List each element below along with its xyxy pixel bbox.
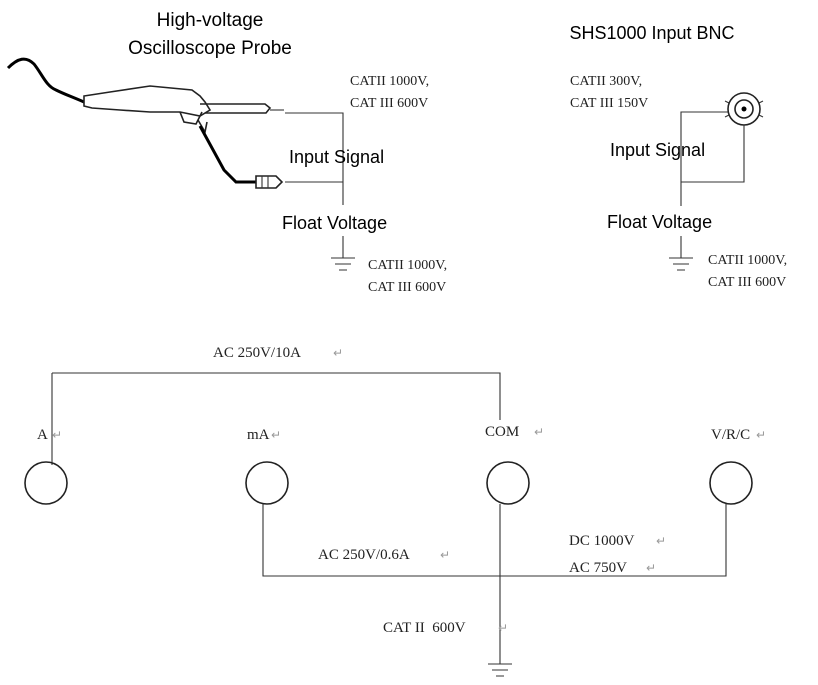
probe-input-wire bbox=[285, 112, 344, 205]
ma-com-wire bbox=[262, 504, 727, 577]
probe-rating-bottom-line1: CATII 1000V, bbox=[368, 258, 447, 273]
terminal-com-jack bbox=[486, 461, 530, 505]
v-wire-label-line1: DC 1000V bbox=[569, 533, 635, 549]
bnc-section: SHS1000 Input BNC CATII 300V, CAT III 15… bbox=[569, 23, 787, 290]
bnc-rating-bottom-line2: CAT III 600V bbox=[708, 275, 786, 290]
terminal-ma-label: mA bbox=[247, 427, 270, 443]
bnc-input-wire bbox=[680, 111, 728, 206]
a-com-wire bbox=[52, 372, 501, 420]
bnc-float-voltage-label: Float Voltage bbox=[607, 212, 712, 232]
probe-rating-bottom-line2: CAT III 600V bbox=[368, 280, 446, 295]
bnc-connector-icon bbox=[724, 92, 764, 126]
bnc-rating-bottom-line1: CATII 1000V, bbox=[708, 253, 787, 268]
terminal-vrc-jack bbox=[709, 461, 753, 505]
probe-ground-icon bbox=[331, 257, 355, 271]
terminal-ma-jack bbox=[245, 461, 289, 505]
bnc-rating-top-line2: CAT III 150V bbox=[570, 96, 648, 111]
bnc-rating-top-line1: CATII 300V, bbox=[570, 74, 642, 89]
bnc-float-wire bbox=[681, 125, 745, 183]
ma-wire-label: AC 250V/0.6A bbox=[318, 547, 410, 563]
probe-section: High-voltage Oscilloscope Probe CATII 10… bbox=[6, 10, 447, 295]
probe-rating-top-line2: CAT III 600V bbox=[350, 96, 428, 111]
terminal-a-jack bbox=[24, 461, 68, 505]
bnc-ground-icon bbox=[669, 257, 693, 271]
meter-ground-icon bbox=[488, 663, 512, 677]
return-mark: ↵ bbox=[333, 346, 343, 360]
bnc-input-signal-label: Input Signal bbox=[610, 140, 705, 160]
v-wire-label-line2: AC 750V bbox=[569, 560, 627, 576]
return-mark: ↵ bbox=[646, 561, 656, 575]
return-mark: ↵ bbox=[52, 428, 62, 442]
top-wire-label: AC 250V/10A bbox=[213, 345, 301, 361]
return-mark: ↵ bbox=[656, 534, 666, 548]
return-mark: ↵ bbox=[498, 621, 508, 635]
oscilloscope-probe-icon bbox=[6, 57, 284, 189]
probe-rating-top-line1: CATII 1000V, bbox=[350, 74, 429, 89]
meter-section: AC 250V/10A ↵ A ↵ mA ↵ COM ↵ V/R/C ↵ AC … bbox=[24, 345, 766, 677]
return-mark: ↵ bbox=[271, 428, 281, 442]
probe-title-line2: Oscilloscope Probe bbox=[128, 38, 292, 59]
return-mark: ↵ bbox=[534, 425, 544, 439]
probe-input-signal-label: Input Signal bbox=[289, 147, 384, 167]
bnc-title: SHS1000 Input BNC bbox=[569, 23, 734, 43]
terminal-a-label: A bbox=[37, 427, 48, 443]
ground-label: CAT II 600V bbox=[383, 620, 466, 636]
terminal-com-label: COM bbox=[485, 424, 519, 440]
return-mark: ↵ bbox=[756, 428, 766, 442]
return-mark: ↵ bbox=[440, 548, 450, 562]
probe-title-line1: High-voltage bbox=[157, 10, 264, 31]
terminal-vrc-label: V/R/C bbox=[711, 427, 750, 443]
probe-float-voltage-label: Float Voltage bbox=[282, 213, 387, 233]
